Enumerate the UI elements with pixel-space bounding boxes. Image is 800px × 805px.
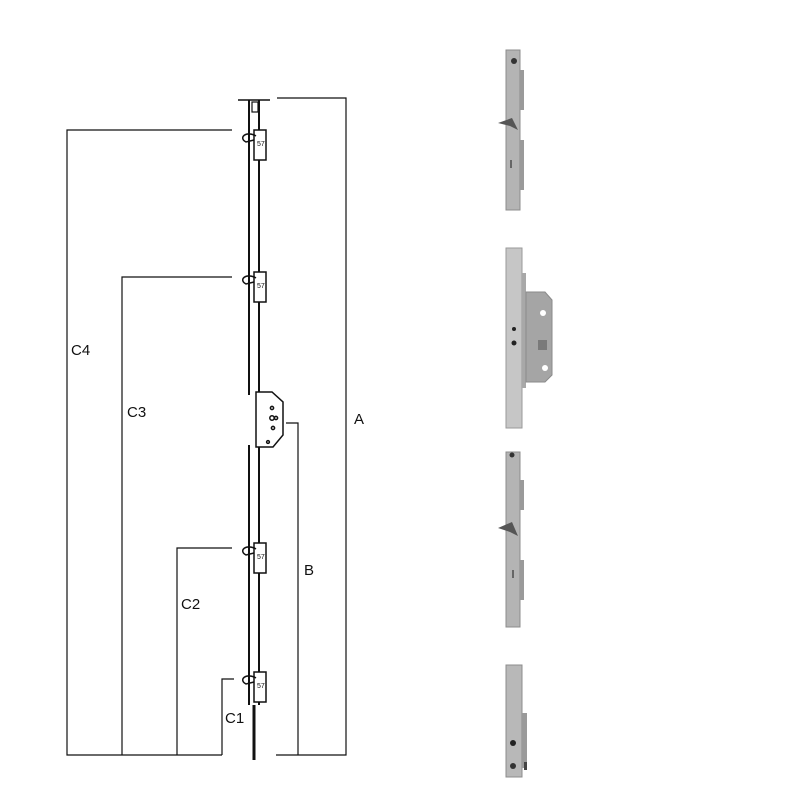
svg-text:57: 57 <box>257 683 265 690</box>
gearbox <box>255 391 284 448</box>
hook-bolt-c4: 57 <box>242 129 267 161</box>
dimension-label-c3: C3 <box>127 404 147 421</box>
dimension-label-c4: C4 <box>71 342 91 359</box>
dimension-label-a: A <box>354 411 365 428</box>
svg-text:57: 57 <box>257 141 265 148</box>
dimension-label-c1: C1 <box>225 710 245 727</box>
dimension-lines <box>66 97 347 756</box>
photo-gearbox <box>505 247 553 429</box>
dimension-label-c2: C2 <box>181 596 201 613</box>
svg-text:57: 57 <box>257 283 265 290</box>
photo-top-hook-bolt <box>498 49 524 211</box>
hook-bolt-c2: 57 <box>242 542 267 574</box>
dimension-label-b: B <box>304 562 315 579</box>
photo-middle-hook-bolt <box>498 451 524 628</box>
hook-bolt-c3: 57 <box>242 271 267 303</box>
svg-text:57: 57 <box>257 554 265 561</box>
photo-bottom-end <box>505 664 527 778</box>
hook-bolt-c1: 57 <box>242 671 267 703</box>
